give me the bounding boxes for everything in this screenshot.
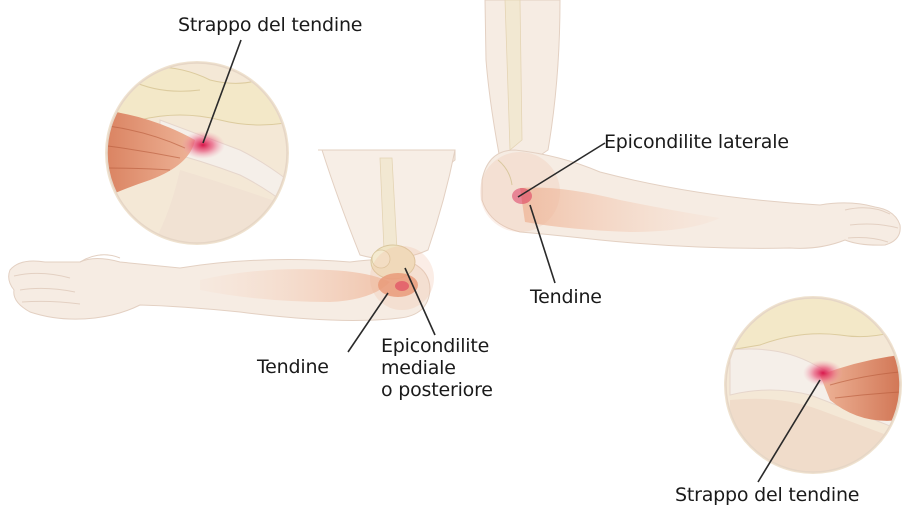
label-medial-line-3: o posteriore bbox=[381, 379, 493, 401]
label-tendon-left: Tendine bbox=[257, 356, 329, 378]
label-tendon-tear-bottom: Strappo del tendine bbox=[675, 484, 859, 506]
right-arm bbox=[480, 0, 900, 248]
label-tendon-right: Tendine bbox=[530, 286, 602, 308]
label-medial-line-2: mediale bbox=[381, 357, 493, 379]
label-lateral-epicondylitis: Epicondilite laterale bbox=[604, 131, 789, 153]
label-tendon-tear-top: Strappo del tendine bbox=[178, 14, 362, 36]
label-medial-line-1: Epicondilite bbox=[381, 335, 493, 357]
label-medial-epicondylitis: Epicondilite mediale o posteriore bbox=[381, 335, 493, 401]
zoom-circle-top-left bbox=[100, 60, 300, 250]
